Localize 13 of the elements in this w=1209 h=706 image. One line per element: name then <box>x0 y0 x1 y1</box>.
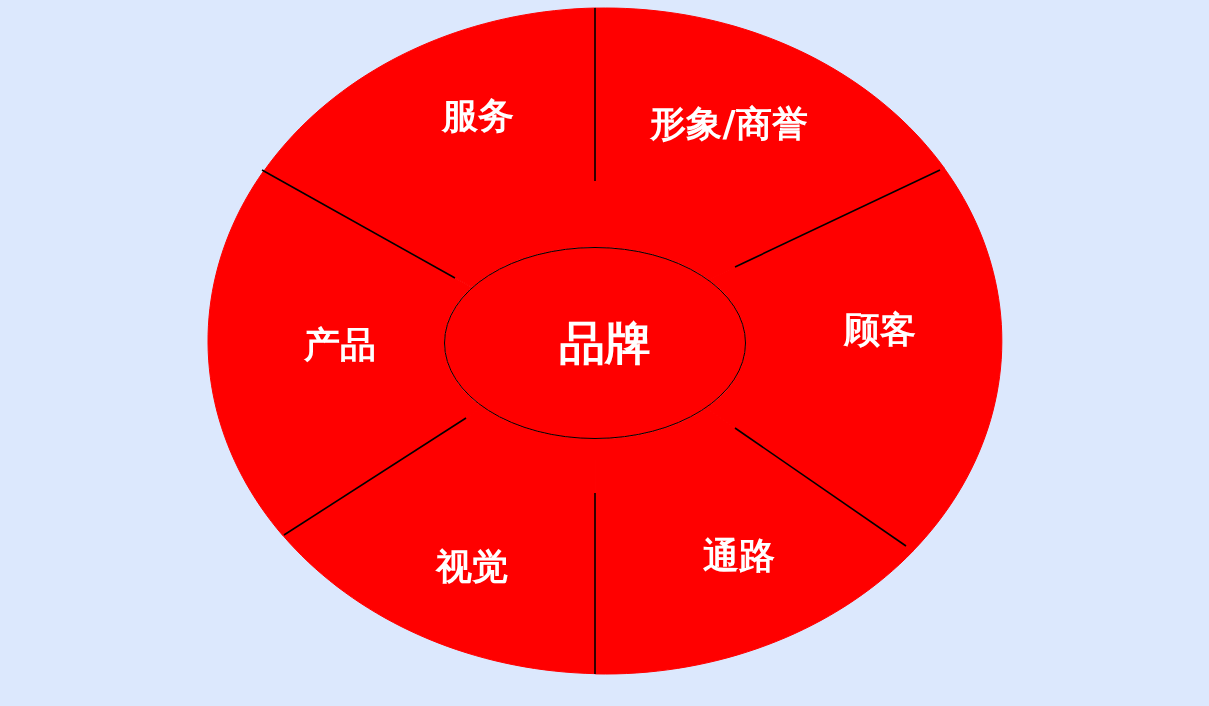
center-ellipse <box>444 247 746 439</box>
ellipse-segment <box>595 8 945 280</box>
segment-label: 服务 <box>442 96 514 136</box>
segment-label: 形象/商誉 <box>650 104 808 144</box>
ellipse-segment <box>263 8 596 288</box>
segment-label: 顾客 <box>844 310 916 350</box>
ellipse-segment <box>208 171 483 536</box>
segment-label: 产品 <box>304 325 376 365</box>
ellipse-segment <box>283 407 596 674</box>
center-label: 品牌 <box>559 317 651 369</box>
segment-label: 通路 <box>703 536 775 576</box>
ellipse-segment <box>595 407 914 674</box>
segment-label: 视觉 <box>436 547 508 587</box>
